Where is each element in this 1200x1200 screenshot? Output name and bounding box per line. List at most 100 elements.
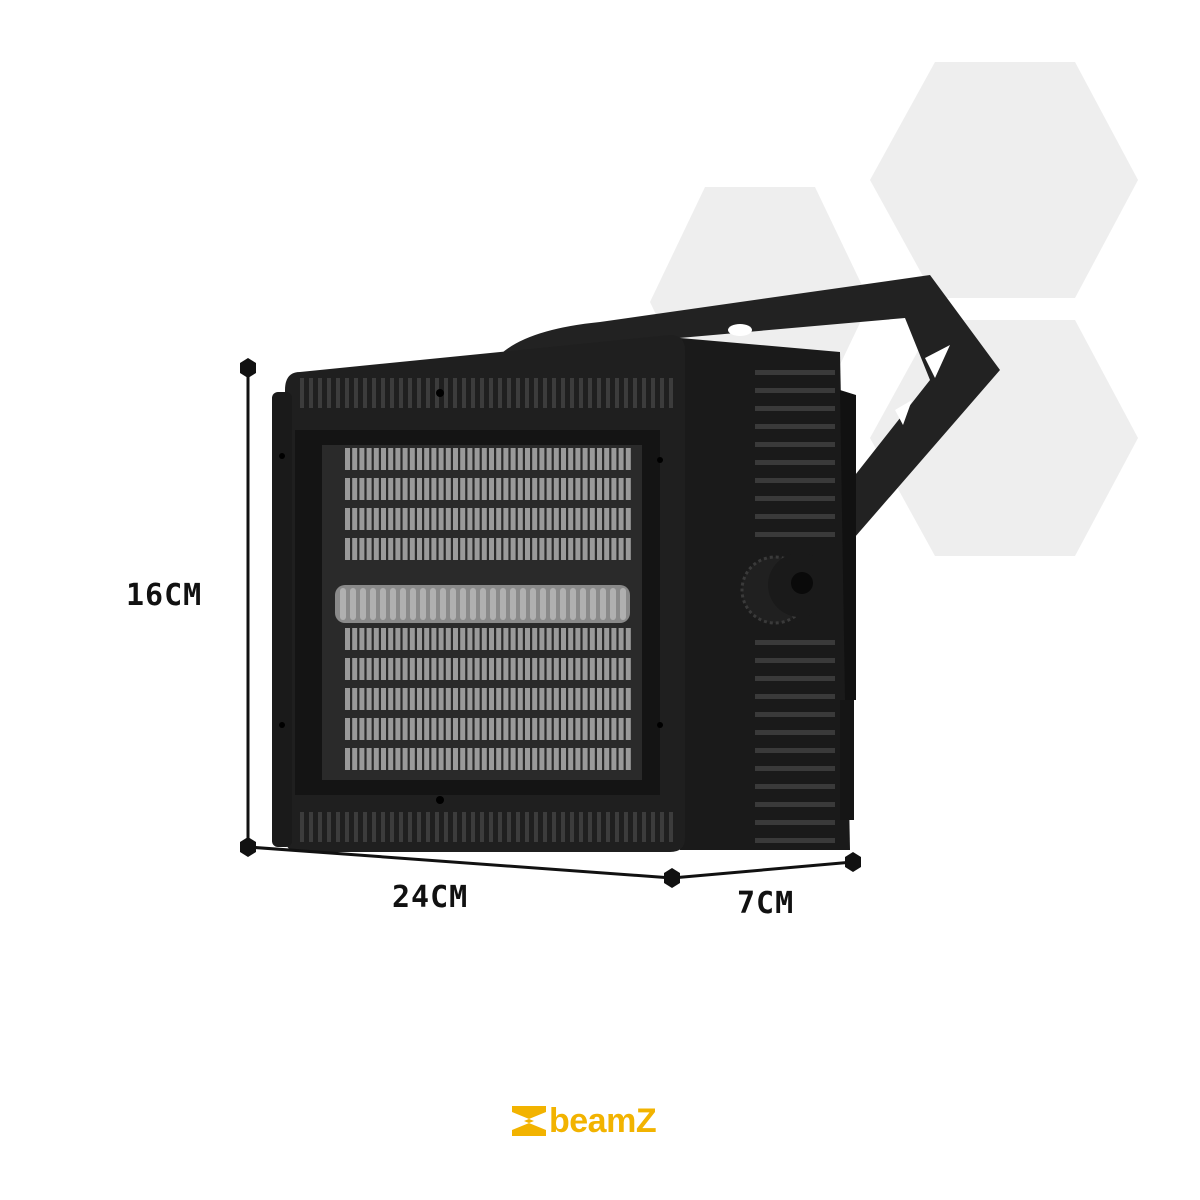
cooling-fin (755, 802, 835, 807)
led (496, 508, 502, 530)
led (395, 478, 401, 500)
led (460, 508, 466, 530)
vent-slot (570, 378, 574, 408)
dimension-endpoint (845, 852, 861, 872)
led (611, 508, 617, 530)
led (453, 628, 458, 650)
led (474, 628, 480, 650)
vent-slot (516, 812, 520, 842)
vent-slot (309, 378, 313, 408)
led (373, 448, 379, 470)
led (453, 748, 458, 770)
led (575, 688, 581, 710)
cooling-fin (755, 784, 835, 789)
led (481, 718, 487, 740)
vent-slot (390, 812, 394, 842)
led (424, 538, 430, 560)
led (388, 538, 394, 560)
led (611, 448, 617, 470)
led (409, 478, 415, 500)
led (366, 538, 372, 560)
depth-label: 7CM (737, 886, 795, 921)
led (345, 628, 350, 650)
led (568, 658, 574, 680)
vent-slot (552, 812, 556, 842)
led (618, 448, 624, 470)
led (345, 658, 350, 680)
led (359, 688, 365, 710)
led (532, 718, 538, 740)
led (510, 658, 516, 680)
vent-slot (660, 378, 664, 408)
led (589, 748, 595, 770)
led (503, 508, 509, 530)
led (481, 538, 487, 560)
led (510, 688, 516, 710)
led (366, 748, 372, 770)
led (496, 658, 502, 680)
cooling-fin (755, 460, 835, 465)
vent-slot (327, 812, 331, 842)
led (417, 658, 422, 680)
cooling-fin (755, 820, 835, 825)
led (388, 508, 394, 530)
strobe-segment (410, 588, 416, 620)
led (582, 448, 588, 470)
led (460, 688, 466, 710)
vent-slot (309, 812, 313, 842)
vent-slot (318, 378, 322, 408)
led (381, 718, 386, 740)
vent-slot (570, 812, 574, 842)
led (460, 658, 466, 680)
led (597, 508, 602, 530)
led (618, 718, 624, 740)
led (568, 538, 574, 560)
strobe-segment (350, 588, 356, 620)
led (597, 658, 602, 680)
vent-slot (579, 378, 583, 408)
led (409, 538, 415, 560)
cooling-fin (755, 406, 835, 411)
led (381, 508, 386, 530)
led (352, 478, 358, 500)
led (568, 478, 574, 500)
led (561, 628, 566, 650)
led (431, 658, 437, 680)
led (496, 718, 502, 740)
vent-slot (651, 378, 655, 408)
led (417, 508, 422, 530)
vent-slot (597, 378, 601, 408)
vent-slot (516, 378, 520, 408)
led (352, 748, 358, 770)
strobe-segment (610, 588, 616, 620)
led (409, 658, 415, 680)
vent-slot (363, 812, 367, 842)
led (561, 478, 566, 500)
led (532, 688, 538, 710)
led (359, 718, 365, 740)
led (431, 748, 437, 770)
led (417, 448, 422, 470)
strobe-segment (540, 588, 546, 620)
led (417, 538, 422, 560)
vent-slot (300, 378, 304, 408)
led (489, 538, 494, 560)
cooling-fin (755, 442, 835, 447)
led (481, 448, 487, 470)
led (438, 448, 444, 470)
led (409, 718, 415, 740)
strobe-segment (470, 588, 476, 620)
led (438, 628, 444, 650)
led (424, 688, 430, 710)
vent-slot (336, 378, 340, 408)
led (589, 688, 595, 710)
led (597, 448, 602, 470)
vent-slot (498, 812, 502, 842)
led (496, 688, 502, 710)
led (517, 508, 523, 530)
vent-slot (489, 378, 493, 408)
led (373, 658, 379, 680)
led (445, 658, 451, 680)
vent-slot (363, 378, 367, 408)
